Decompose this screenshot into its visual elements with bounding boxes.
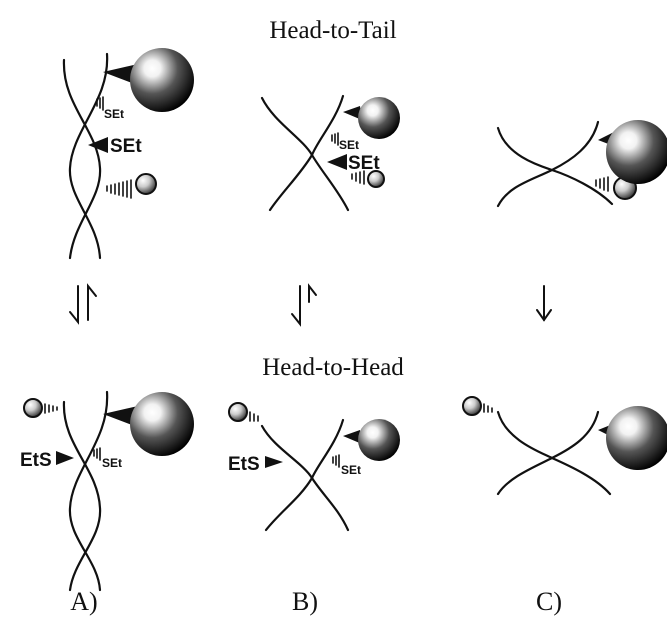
heading-head-to-tail: Head-to-Tail xyxy=(269,17,396,44)
strand-left xyxy=(260,424,350,532)
wedge-bond xyxy=(265,456,283,468)
strand-left xyxy=(62,400,102,592)
hashed-bond xyxy=(483,403,493,413)
wedge-bond xyxy=(343,106,362,120)
large-sphere-icon xyxy=(606,406,667,470)
hashed-bond xyxy=(249,411,259,422)
set-label: SEt xyxy=(339,138,359,152)
down-arrow-icon xyxy=(536,285,552,322)
conformer-b-head-to-head: EtS SEt xyxy=(228,402,400,532)
set-label: SEt xyxy=(341,463,361,477)
small-sphere-icon xyxy=(462,396,482,416)
small-sphere-icon xyxy=(23,398,43,418)
wedge-bond xyxy=(327,154,347,170)
hashed-bond xyxy=(106,179,132,199)
ets-label: EtS xyxy=(20,450,52,471)
conformer-a-head-to-head: EtS SEt xyxy=(20,390,194,592)
equilibrium-arrows-icon xyxy=(69,283,97,325)
conformer-c-head-to-head xyxy=(462,396,667,496)
large-sphere-icon xyxy=(606,120,667,184)
conformer-b-head-to-tail: SEt SEt xyxy=(260,94,400,212)
hashed-bond xyxy=(351,170,365,185)
equilibrium-arrows-icon xyxy=(291,283,317,327)
conformer-c-head-to-tail xyxy=(496,120,667,208)
large-sphere-icon xyxy=(358,419,400,461)
hashed-bond xyxy=(331,132,339,146)
hashed-bond xyxy=(595,176,609,192)
strand-right xyxy=(268,94,345,212)
set-label: SEt xyxy=(348,153,380,174)
wedge-bond xyxy=(56,451,74,465)
strand-right xyxy=(68,52,109,260)
strand-left xyxy=(496,126,614,206)
strand-right xyxy=(264,418,345,532)
conformer-a-head-to-tail: SEt SEt xyxy=(62,48,194,260)
strand-right xyxy=(496,120,600,208)
wedge-bond xyxy=(88,137,108,153)
set-label: SEt xyxy=(102,456,122,470)
hashed-bond xyxy=(332,454,340,468)
strand-right xyxy=(68,390,109,592)
set-label: SEt xyxy=(110,136,142,157)
small-sphere-icon xyxy=(135,173,157,195)
strand-left xyxy=(62,58,102,260)
hashed-bond xyxy=(96,96,104,111)
ets-label: EtS xyxy=(228,454,260,475)
hashed-bond xyxy=(44,403,58,414)
large-sphere-icon xyxy=(130,48,194,112)
small-sphere-icon xyxy=(367,170,385,188)
strand-right xyxy=(496,410,600,496)
large-sphere-icon xyxy=(358,97,400,139)
panel-label-c: C) xyxy=(536,587,562,616)
panel-label-a: A) xyxy=(70,587,97,616)
hashed-bond xyxy=(93,447,101,461)
large-sphere-icon xyxy=(130,392,194,456)
wedge-bond xyxy=(343,430,362,444)
heading-head-to-head: Head-to-Head xyxy=(262,354,404,381)
set-label: SEt xyxy=(104,107,124,121)
small-sphere-icon xyxy=(228,402,248,422)
panel-label-b: B) xyxy=(292,587,318,616)
